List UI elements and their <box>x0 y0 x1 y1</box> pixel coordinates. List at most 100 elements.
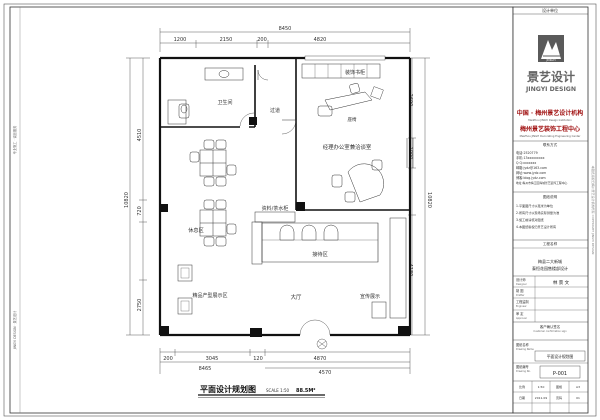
reception-pillar <box>251 221 263 265</box>
note-line: 3.施工前请核对图纸 <box>516 217 544 222</box>
brand-en: JINGYI DESIGN <box>525 86 576 93</box>
room-label-reception: 接待区 <box>312 250 328 258</box>
promo-display-stand <box>371 301 387 319</box>
structural-column <box>249 117 257 125</box>
sheet-label: 图幅 <box>556 384 562 389</box>
rest-table-group <box>199 199 237 247</box>
plan-area: 88.5M² <box>296 388 316 394</box>
room-label-promo: 宣传展示 <box>360 293 380 300</box>
title-block: 设计单位 JINGYI 景艺设计 JINGYI DESIGN 中国 · 梅州景艺… <box>512 6 589 414</box>
dim-top-seg: 1200 <box>174 37 187 43</box>
room-label-product-display: 精品产型展示区 <box>192 292 227 299</box>
drawing-no-value: P-001 <box>553 371 567 377</box>
drafter-label: 制 图 <box>516 288 523 293</box>
visitor-sofa <box>317 105 333 117</box>
room-label-storage: 资料/茶水柜 <box>262 205 289 212</box>
structural-column <box>296 202 305 211</box>
chair-label: 座椅 <box>348 116 357 123</box>
meeting-chair <box>344 191 356 203</box>
drafter-label-en: Drafter <box>516 294 524 297</box>
dim-left-seg: 2750 <box>137 299 143 312</box>
designer-label: 设计师 <box>516 277 526 282</box>
storage-cabinet <box>254 211 296 223</box>
contact-line: 电话:2520779 <box>516 150 538 155</box>
contact-line: 网址:www.jydz.com <box>516 170 546 175</box>
promo-display-board <box>389 217 407 319</box>
org-name-1: 中国 · 梅州景艺设计机构 <box>517 109 583 117</box>
drawing-no-label: 图纸编号 <box>516 364 529 369</box>
contact-line: 手机:13xxxxxxxxx <box>516 155 545 160</box>
title-block-header: 设计单位 <box>542 7 558 13</box>
brand-cn: 景艺设计 <box>527 69 575 84</box>
approver-label: 审 定 <box>516 311 524 316</box>
logo-word: JINGYI <box>546 58 556 62</box>
display-stand-inner <box>180 300 190 312</box>
entrance-plant-icon <box>316 338 328 350</box>
notes-lines: 1.平面图尺寸以毫米为单位 2.所有尺寸以现场实际测量为准 3.施工前请核对图纸… <box>516 203 559 229</box>
entrance-door-swing <box>314 319 331 336</box>
dim-bottom-seg: 3045 <box>206 356 219 362</box>
desk-monitor-icon <box>370 86 384 100</box>
contact-line: 博客:blog.jydz.com <box>516 175 546 180</box>
sink-icon <box>218 70 230 78</box>
display-stand-inner <box>180 267 190 279</box>
note-line: 1.平面图尺寸以毫米为单位 <box>516 203 553 208</box>
note-line: 2.所有尺寸以现场实际测量为准 <box>516 210 559 215</box>
org-sub-2: MeiZhou JINGYI Decorating Engineering Ce… <box>520 134 582 138</box>
room-label-office: 经理办公室兼洽谈室 <box>323 143 372 151</box>
contact-line: Q Q:xxxxxxx <box>516 161 536 165</box>
notes-header: 图纸说明 <box>543 194 558 199</box>
meeting-chair <box>371 159 383 171</box>
room-label-bookcase: 装饰书柜 <box>345 69 365 76</box>
meeting-chair <box>331 174 343 188</box>
plan-scale: SCALE 1:50 <box>266 388 290 393</box>
contact-line: 邮箱:jydz@163.com <box>516 165 547 170</box>
toilet-seat-icon <box>178 103 190 119</box>
dimension-text: 8450 1200 2150 200 4820 200 3045 120 487… <box>124 26 432 376</box>
contact-header: 联系方式 <box>543 142 558 147</box>
designer-name: 林 景 文 <box>553 279 570 286</box>
scale-label: 比例 <box>519 384 525 389</box>
room-label-rest-area: 休息区 <box>188 226 204 234</box>
door-swing <box>257 69 269 81</box>
left-margin-text-bottom: JINGYI DESIGN · 景艺设计 <box>12 310 17 350</box>
page-label: 页码 <box>556 395 562 400</box>
office-desk <box>324 91 373 111</box>
vanity-counter <box>204 67 244 81</box>
dim-right-total: 10820 <box>426 192 432 208</box>
dim-top-seg: 200 <box>257 37 267 43</box>
project-header: 工程名称 <box>543 241 558 246</box>
structural-column <box>160 204 168 212</box>
drawing-no-label-en: Drawing No. <box>516 370 531 373</box>
date-value: 2011.09 <box>535 396 547 400</box>
door-swing <box>281 119 297 135</box>
room-label-toilet: 卫生间 <box>217 99 232 106</box>
sheet-value: A3 <box>576 385 580 389</box>
dim-top-seg: 4820 <box>314 37 327 43</box>
toilet-bowl-icon <box>180 104 188 114</box>
page-value: 01 <box>576 396 580 400</box>
display-stand <box>177 297 193 315</box>
room-label-corridor: 过道 <box>270 107 280 114</box>
meeting-table <box>347 163 384 203</box>
dim-top-seg: 2150 <box>220 37 233 43</box>
project-line-1: 梅县二大新城 <box>538 258 562 264</box>
display-stand <box>177 264 193 282</box>
structural-column <box>160 326 169 335</box>
drawing-name-value: 平面设计规划图 <box>547 354 574 359</box>
structural-column <box>398 326 410 335</box>
toilet-fixture <box>167 99 187 125</box>
dim-left-seg: 4510 <box>137 129 143 142</box>
floor-plan: 卫生间 过道 装饰书柜 座椅 经理办公室兼洽谈室 <box>158 55 414 350</box>
drawing-name-label: 图纸名称 <box>516 342 530 347</box>
note-line: 4.本图纸版权归景艺设计所有 <box>516 224 556 229</box>
office-chair <box>349 83 360 94</box>
contact-lines: 电话:2520779 手机:13xxxxxxxxx Q Q:xxxxxxx 邮箱… <box>516 150 567 185</box>
project-line-2: 泰恒花园售楼部设计 <box>532 265 568 271</box>
date-label: 日期 <box>519 395 525 400</box>
scale-value: 1:50 <box>538 385 545 389</box>
structural-column <box>250 328 262 337</box>
entrance-door-swing <box>299 319 316 336</box>
dim-bottom-seg: 120 <box>253 356 263 362</box>
